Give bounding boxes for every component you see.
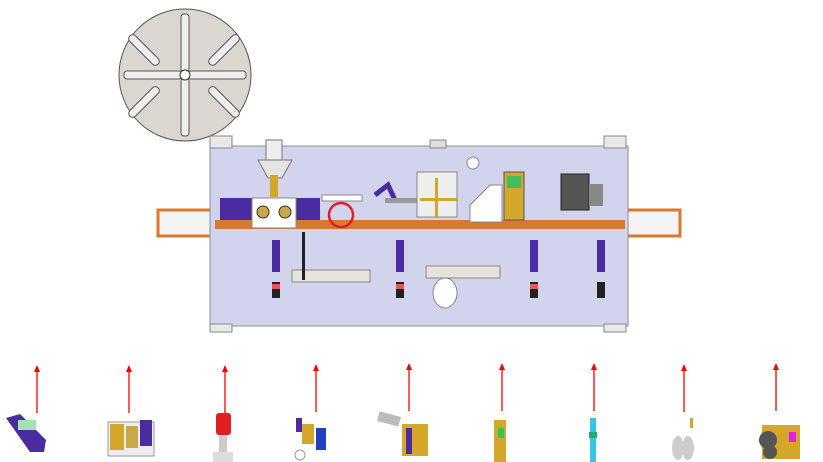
arrow-icon: [773, 363, 779, 411]
gripper-module-icon: [294, 418, 326, 461]
vertical-actuator-module-icon: [494, 420, 506, 462]
arrow-icon: [34, 365, 40, 413]
arrow-icon: [313, 364, 319, 412]
arrow-icon: [406, 363, 412, 411]
arrow-icon: [126, 365, 132, 413]
conveyor-module-icon: [6, 414, 46, 452]
module-thumbnails: [6, 411, 800, 462]
cyan-actuator-module-icon: [589, 418, 597, 462]
arrow-icon: [591, 363, 597, 411]
red-cylinder-module-icon: [213, 413, 233, 462]
lower-actuators: [272, 232, 605, 298]
module-arrows: [34, 363, 779, 413]
motor-module-icon: [759, 425, 800, 459]
label-reel: [118, 8, 252, 142]
arrow-icon: [222, 365, 228, 413]
bottle-module-icon: [672, 418, 694, 460]
arrow-icon: [499, 363, 505, 411]
arrow-icon: [681, 364, 687, 412]
upper-assemblies: [220, 139, 603, 229]
pusher-module-icon: [377, 411, 428, 456]
feeder-module-icon: [107, 420, 155, 457]
